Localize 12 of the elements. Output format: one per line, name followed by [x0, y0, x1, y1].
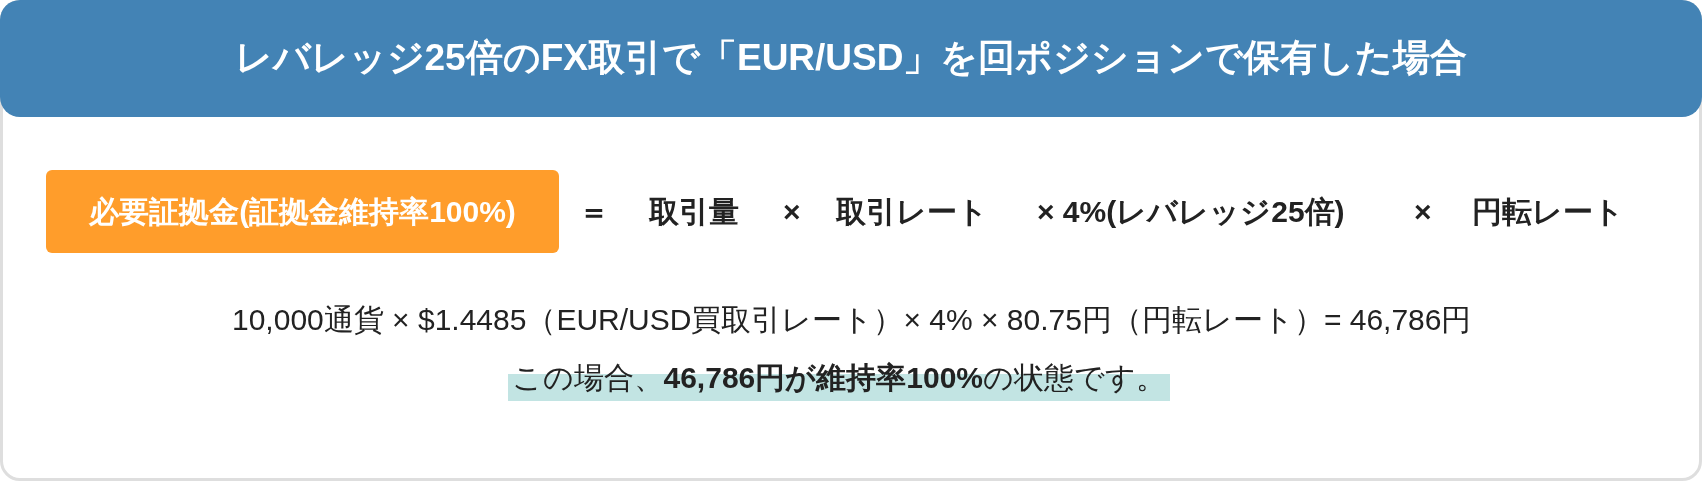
- equals-sign: ＝: [579, 194, 609, 230]
- multiplication-sign: ×: [783, 194, 801, 230]
- formula-term: 円転レート: [1472, 194, 1624, 230]
- formula-term: × 4%(レバレッジ25倍): [1037, 194, 1345, 230]
- multiplication-sign: ×: [1414, 194, 1432, 230]
- formula-term: 取引レート: [836, 194, 988, 230]
- term-label: 必要証拠金(証拠金維持率100%): [89, 194, 516, 230]
- diagram-title: レバレッジ25倍のFX取引で「EUR/USD」を回ポジションで保有した場合: [234, 36, 1468, 81]
- highlighted-sentence: この場合、46,786円が維持率100%の状態です。: [507, 355, 1170, 401]
- calculation-text: 10,000通貨 × $1.4485（EUR/USD買取引レート）× 4% × 80.75円（円転レート）= 46,786円: [232, 302, 1472, 338]
- highlighted-term-box: [46, 170, 559, 253]
- formula-term: 取引量: [649, 194, 739, 230]
